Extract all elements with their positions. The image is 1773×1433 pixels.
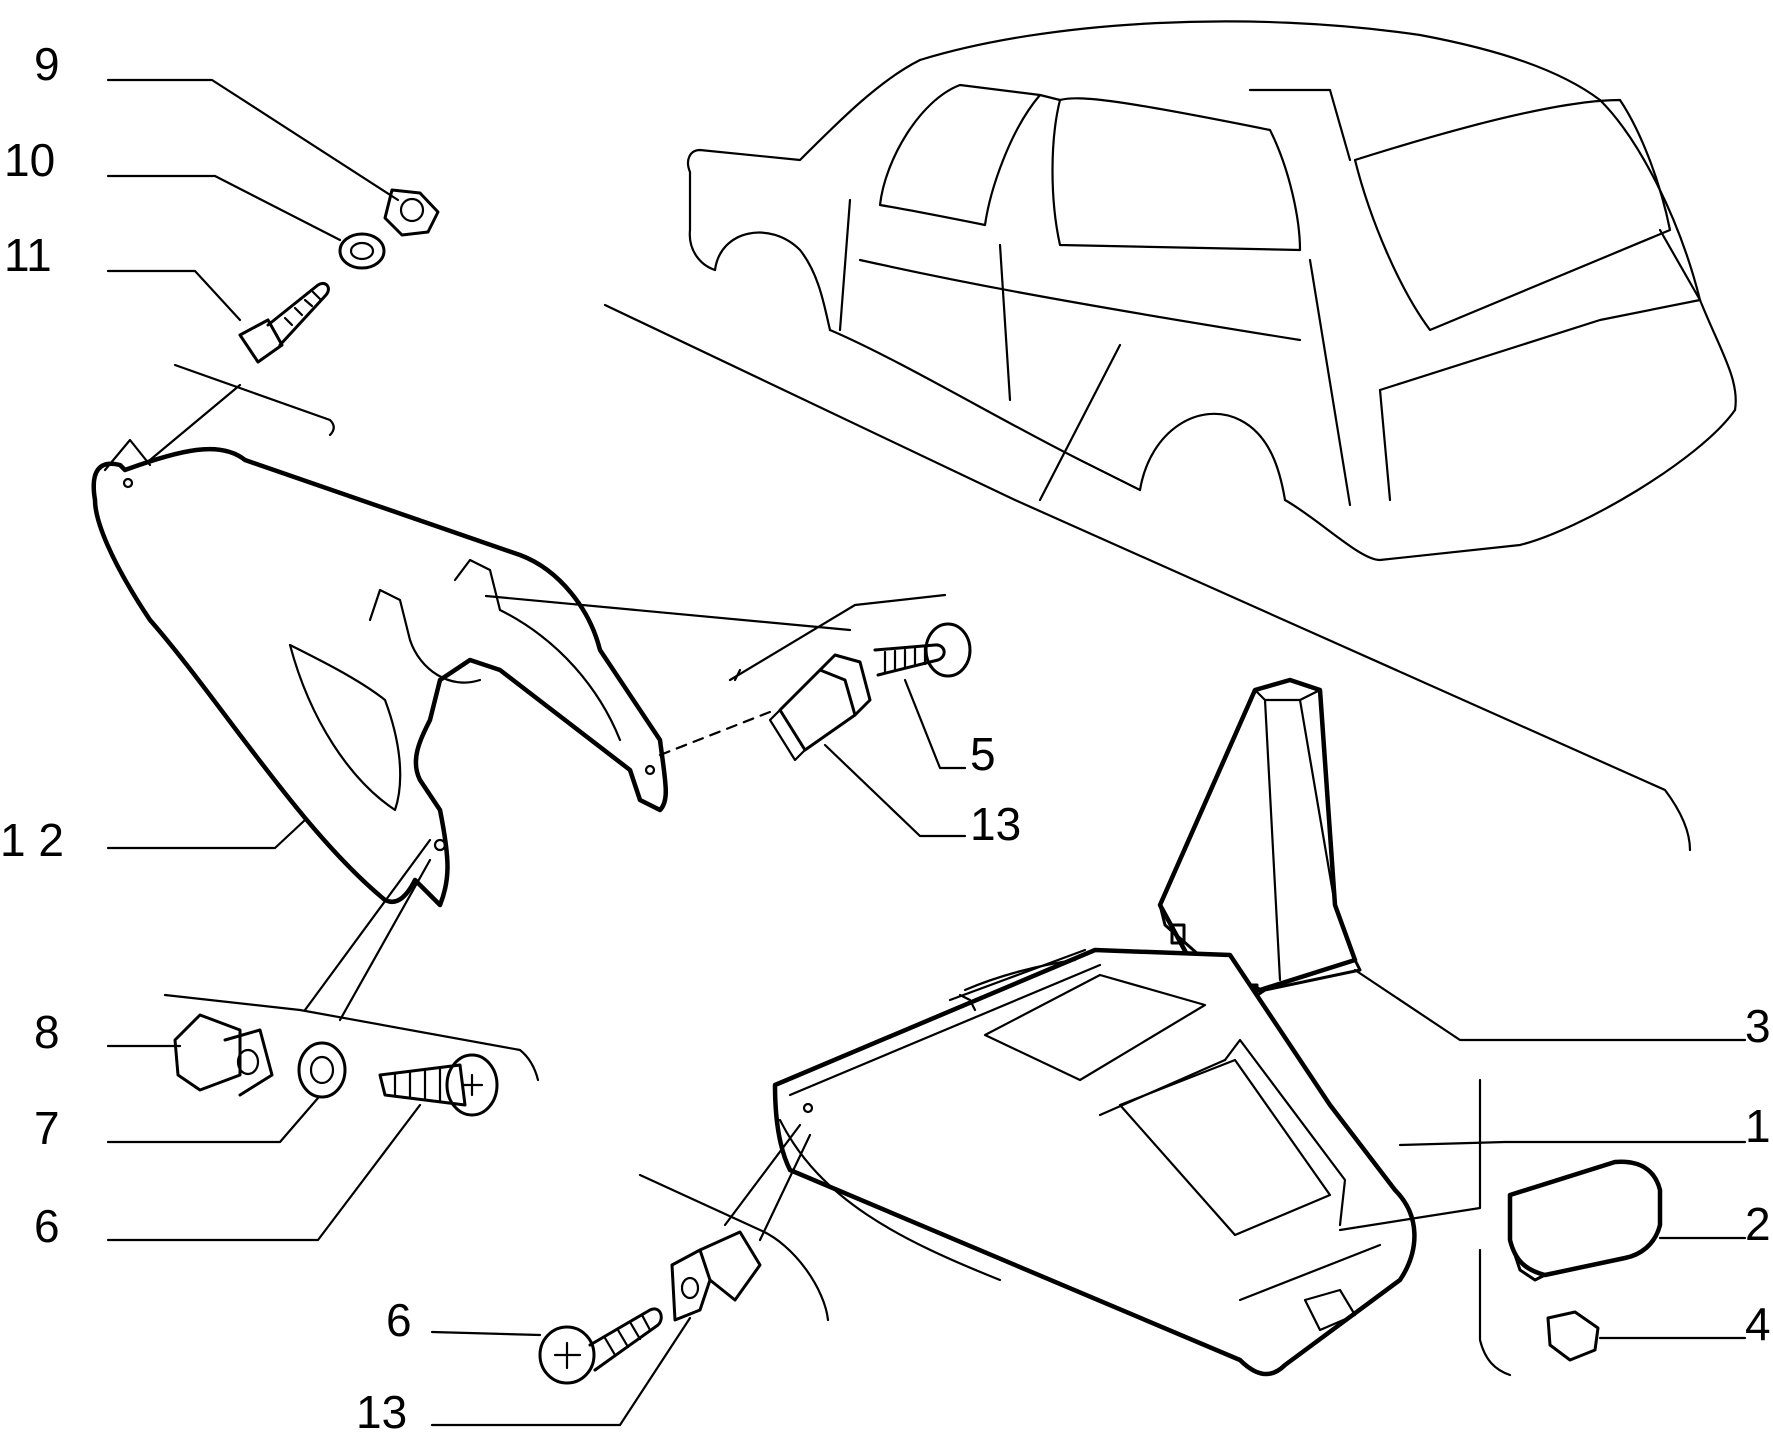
callout-10: 10 [4, 134, 55, 186]
clip-part-8 [173, 1013, 274, 1097]
callout-13-lower: 13 [356, 1386, 407, 1433]
cap-part-2 [1507, 1159, 1663, 1282]
bolt-part-11 [238, 281, 330, 364]
callout-1: 1 [1745, 1100, 1771, 1152]
assembly-dashed-line [658, 708, 777, 757]
callout-6-lower: 6 [386, 1294, 412, 1346]
washer-part-7 [297, 1041, 347, 1099]
callout-13-upper: 13 [970, 798, 1021, 850]
gear-boot-part-3 [1157, 677, 1362, 1005]
clip-part-13-upper [768, 653, 872, 762]
screw-part-5 [873, 622, 972, 678]
car-body-illustration [686, 20, 1737, 562]
tunnel-cover-part-12 [91, 438, 669, 908]
callout-8: 8 [34, 1006, 60, 1058]
callout-12: 1 2 [0, 814, 64, 866]
nut-part-4 [1546, 1310, 1600, 1362]
screw-part-6-upper [378, 1053, 499, 1117]
callout-9: 9 [34, 38, 60, 90]
callout-3: 3 [1745, 1000, 1771, 1052]
leader-lines [106, 78, 1747, 1427]
car-reference-lines [603, 303, 1692, 852]
callout-6-upper: 6 [34, 1200, 60, 1252]
callout-labels: 9 10 11 1 2 5 13 8 7 6 6 13 3 1 2 4 [0, 38, 1771, 1433]
clip-part-13-lower [670, 1230, 762, 1322]
washer-part-10 [338, 232, 386, 270]
callout-5: 5 [970, 728, 996, 780]
callout-11: 11 [4, 229, 52, 281]
callout-7: 7 [34, 1102, 60, 1154]
center-console-part-1 [772, 947, 1417, 1377]
screw-part-6-lower [538, 1307, 663, 1385]
nut-part-9 [383, 188, 440, 237]
callout-4: 4 [1745, 1298, 1771, 1350]
callout-2: 2 [1745, 1198, 1771, 1250]
